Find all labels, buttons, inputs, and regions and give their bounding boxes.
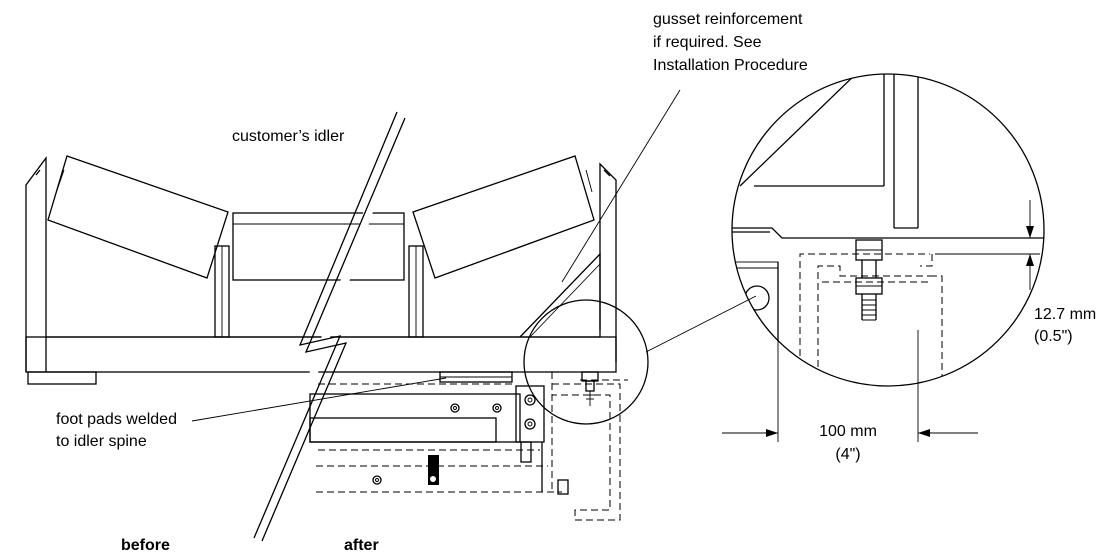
- idler-rollers: [47, 155, 595, 338]
- foot-pads-label-line2: to idler spine: [56, 433, 147, 450]
- after-mount-assembly: [309, 371, 628, 521]
- break-lines: [253, 111, 406, 543]
- dimension-offset-value: 100 mm: [819, 423, 877, 440]
- dimension-gap-value: 12.7 mm: [1034, 306, 1097, 323]
- after-label: after: [344, 537, 379, 554]
- detail-view: [731, 73, 1045, 387]
- foot-pads-label-line1: foot pads welded: [56, 411, 177, 428]
- gusset-label-line3: Installation Procedure: [653, 57, 808, 74]
- detail-callout-circle: [523, 299, 649, 425]
- dimension-offset-imperial: (4"): [835, 446, 861, 463]
- leader-lines: [191, 89, 681, 422]
- dimension-gap-imperial: (0.5"): [1034, 328, 1073, 345]
- customers-idler-label: customer’s idler: [232, 128, 345, 145]
- dimension-offset: [722, 330, 978, 442]
- dimension-gap: [920, 200, 1040, 290]
- before-label: before: [121, 537, 170, 554]
- gusset-label-line2: if required. See: [653, 34, 762, 51]
- gusset-label-line1: gusset reinforcement: [653, 11, 803, 28]
